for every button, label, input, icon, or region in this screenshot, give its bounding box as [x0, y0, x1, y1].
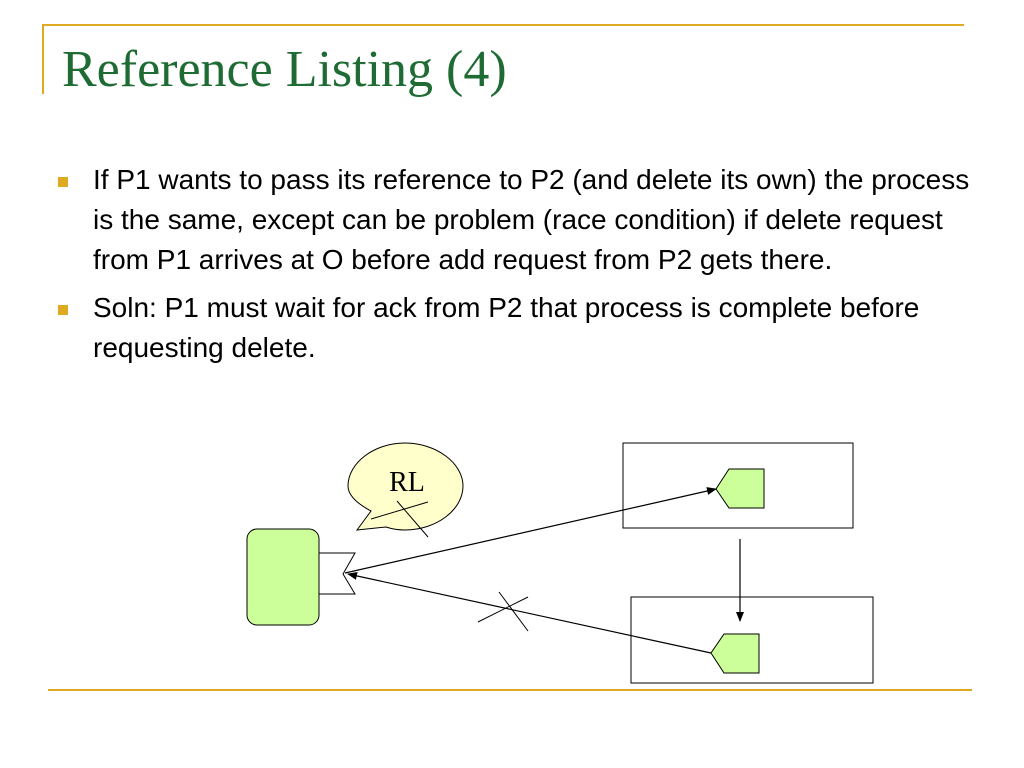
p2-reference-pentagon	[715, 468, 765, 509]
cross-mark-stroke	[477, 596, 529, 623]
bullet-item: Soln: P1 must wait for ack from P2 that …	[56, 288, 996, 368]
square-bullet-icon	[58, 305, 68, 315]
cross-mark-stroke	[498, 591, 529, 632]
frame-bottom-line	[48, 689, 972, 691]
slide-title: Reference Listing (4)	[62, 41, 507, 98]
process-p1-shape	[246, 528, 320, 626]
bullet-text: If P1 wants to pass its reference to P2 …	[93, 164, 970, 275]
p1-to-p2-arrow	[344, 487, 717, 574]
o-reference-pentagon	[710, 633, 760, 674]
bullet-item: If P1 wants to pass its reference to P2 …	[56, 160, 996, 280]
p1-notched-reference	[318, 552, 356, 595]
cross-mark-stroke	[396, 500, 429, 538]
frame-top-line	[42, 24, 964, 26]
speech-bubble-label: RL	[389, 467, 425, 498]
bullet-text: Soln: P1 must wait for ack from P2 that …	[93, 292, 920, 363]
bullet-list: If P1 wants to pass its reference to P2 …	[56, 160, 996, 376]
square-bullet-icon	[58, 177, 68, 187]
speech-bubble	[347, 442, 464, 531]
frame-left-line	[42, 24, 44, 94]
o-to-p1-arrow	[347, 572, 712, 654]
cross-mark-stroke	[370, 501, 429, 520]
